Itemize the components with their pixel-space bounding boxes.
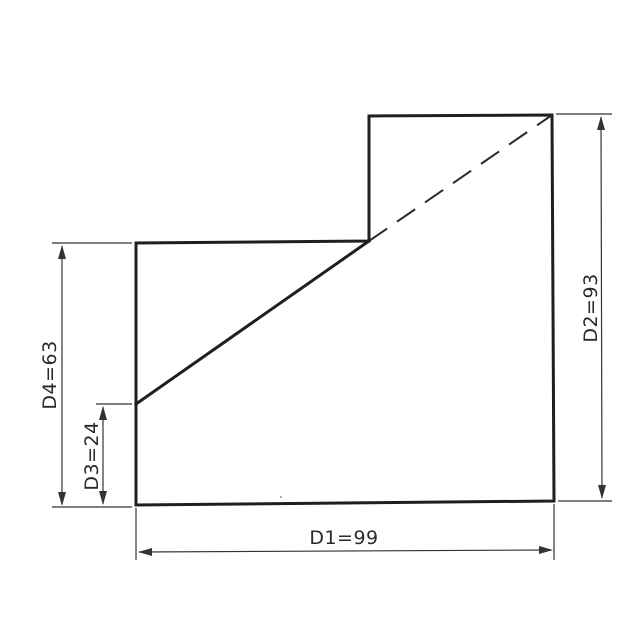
shape-outline (134, 113, 556, 507)
d2-label: D2=93 (580, 273, 602, 342)
diagonal-solid-line (133, 238, 372, 407)
dimension-d2: D2=93 (556, 113, 612, 502)
dimension-d3: D3=24 (81, 403, 132, 505)
d4-label: D4=63 (39, 340, 61, 409)
d1-label: D1=99 (309, 527, 378, 549)
d3-label: D3=24 (81, 421, 103, 490)
dimension-d1: D1=99 (135, 504, 555, 560)
diagonal-dashed-line (368, 114, 553, 242)
dimension-d4: D4=63 (39, 242, 132, 508)
stray-dot (280, 496, 282, 498)
